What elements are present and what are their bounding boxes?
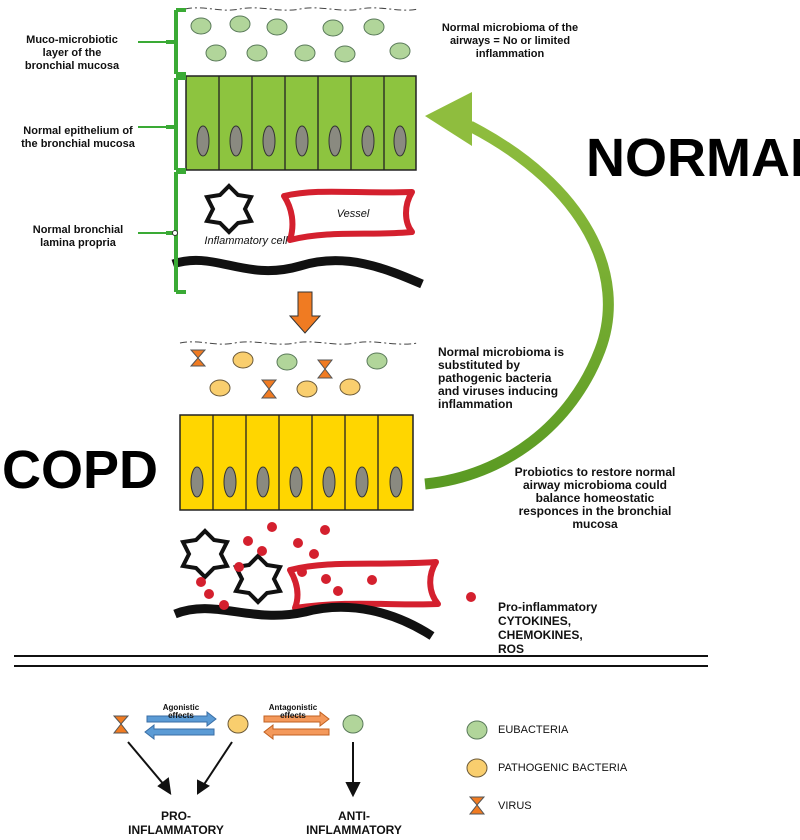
legend-eubacteria-center <box>342 714 364 734</box>
down-arrow-icon <box>288 291 322 334</box>
normal-epithelium <box>185 75 417 171</box>
normal-mucus-boundary <box>184 7 419 11</box>
probiotic-curve-arrow <box>424 92 614 490</box>
lamina-marker <box>172 230 178 236</box>
normal-basement-wave <box>171 255 424 289</box>
inflammatory-cell-label: Inflammatory cell <box>204 235 288 247</box>
agonistic-arrows <box>144 710 217 741</box>
copd-pathogenic-bacteria-group <box>209 351 361 398</box>
copd-mucus-boundary <box>179 341 419 345</box>
legend-virus-label: VIRUS <box>498 800 532 812</box>
copd-vessel <box>287 559 441 611</box>
cytokine-dots <box>196 522 377 610</box>
pro-inflammatory-outcome: PRO-INFLAMMATORY <box>128 809 224 837</box>
section-divider <box>14 655 708 667</box>
antagonistic-arrows <box>263 710 330 741</box>
copd-eubacteria-group <box>276 352 388 371</box>
copd-virus-icons <box>189 349 334 399</box>
label-lamina-propria: Normal bronchial lamina propria <box>32 224 124 249</box>
pro-inflammatory-label: Pro-inflammatory CYTOKINES, CHEMOKINES, … <box>498 600 598 656</box>
normal-brackets <box>166 8 186 294</box>
legend-eubacteria-label: EUBACTERIA <box>498 724 569 736</box>
anti-inflammatory-outcome: ANTI-INFLAMMATORY <box>306 809 402 837</box>
copd-inflammatory-cell-icons <box>179 528 284 605</box>
legend-virus-icon-left <box>112 715 130 734</box>
copd-title: COPD <box>2 440 159 500</box>
normal-vessel <box>281 188 415 243</box>
copd-basement-wave <box>173 602 435 640</box>
normal-inflammatory-cell-icon <box>203 183 255 235</box>
antagonistic-label: Antagonistic effects <box>268 703 318 720</box>
legend-key-markers <box>466 720 488 815</box>
probiotics-caption: Probiotics to restore normal airway micr… <box>514 465 676 531</box>
legend-pathogenic-label: PATHOGENIC BACTERIA <box>498 762 628 774</box>
agonistic-label: Agonistic effects <box>162 703 200 720</box>
legend-pathogen-center <box>227 714 249 734</box>
vessel-label: Vessel <box>336 208 370 220</box>
copd-caption: Normal microbioma is substituted by path… <box>438 345 565 411</box>
copd-epithelium <box>179 414 414 511</box>
label-normal-epithelium: Normal epithelium of the bronchial mucos… <box>21 125 135 150</box>
label-mucus-layer: Muco-microbiotic layer of the bronchial … <box>24 34 120 72</box>
normal-eubacteria-group <box>190 15 411 63</box>
normal-caption: Normal microbioma of the airways = No or… <box>441 22 579 60</box>
bracket-leader-lines <box>138 41 166 234</box>
legend-outcome-arrows <box>127 741 361 798</box>
normal-title: NORMAL <box>586 128 800 188</box>
legend-cytokine-dot <box>466 592 476 602</box>
